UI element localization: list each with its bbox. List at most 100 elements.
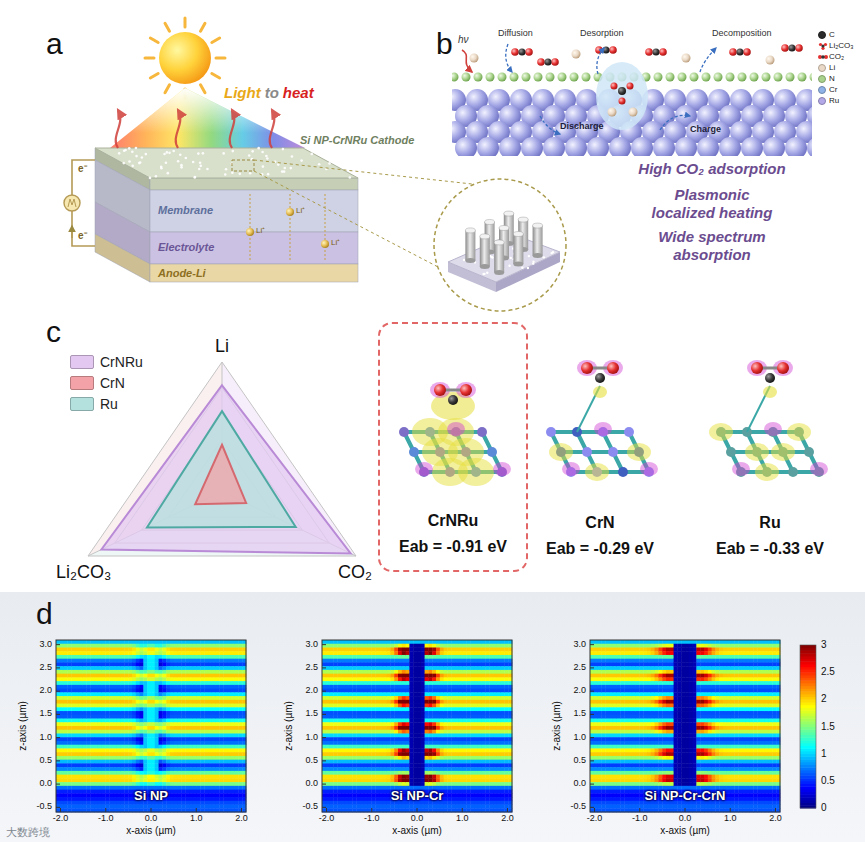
field-map xyxy=(71,689,75,693)
field-map xyxy=(151,756,155,760)
field-map xyxy=(105,756,109,760)
surface-illustration xyxy=(690,73,699,82)
field-map xyxy=(174,719,178,723)
field-map xyxy=(121,733,125,737)
cell-layers xyxy=(282,148,285,151)
field-map xyxy=(174,790,178,794)
field-map xyxy=(155,651,159,655)
sun-icon xyxy=(212,38,220,43)
field-map xyxy=(159,647,163,651)
field-map xyxy=(147,659,151,663)
field-map xyxy=(178,711,182,715)
field-map xyxy=(98,737,102,741)
field-map xyxy=(162,745,166,749)
field-map xyxy=(94,711,98,715)
field-map xyxy=(136,644,140,648)
field-map xyxy=(79,797,83,801)
field-map xyxy=(136,711,140,715)
gas-molecules xyxy=(470,44,803,66)
field-map xyxy=(166,745,170,749)
cell-layers xyxy=(180,164,183,167)
field-map xyxy=(136,704,140,708)
field-map xyxy=(64,805,68,809)
cell-layers xyxy=(277,163,280,166)
field-map xyxy=(83,771,87,775)
field-map xyxy=(75,767,79,771)
field-map xyxy=(83,689,87,693)
field-map xyxy=(94,640,98,644)
field-map xyxy=(94,801,98,805)
field-map xyxy=(162,748,166,752)
field-map xyxy=(64,715,68,719)
field-map xyxy=(71,771,75,775)
field-map xyxy=(60,681,64,685)
field-map xyxy=(128,793,132,797)
field-map xyxy=(117,670,121,674)
field-map xyxy=(117,674,121,678)
field-map xyxy=(121,730,125,734)
field-map xyxy=(90,730,94,734)
field-map xyxy=(79,771,83,775)
field-map xyxy=(109,760,113,764)
field-map xyxy=(64,689,68,693)
field-map xyxy=(98,689,102,693)
field-map xyxy=(98,730,102,734)
field-map xyxy=(159,670,163,674)
field-map xyxy=(98,704,102,708)
cell-layers xyxy=(267,173,270,176)
field-map xyxy=(105,786,109,790)
field-map xyxy=(60,647,64,651)
surface-illustration xyxy=(738,73,747,82)
field-map xyxy=(60,726,64,730)
field-map xyxy=(151,689,155,693)
field-map xyxy=(56,775,60,779)
field-map xyxy=(170,689,174,693)
structure-models xyxy=(810,462,828,476)
field-map xyxy=(64,737,68,741)
field-map xyxy=(98,666,102,670)
field-map xyxy=(151,752,155,756)
field-map xyxy=(181,655,185,659)
field-map xyxy=(124,662,128,666)
field-map xyxy=(162,715,166,719)
field-map xyxy=(181,644,185,648)
field-map xyxy=(170,677,174,681)
field-map xyxy=(60,767,64,771)
field-map xyxy=(113,659,117,663)
field-map xyxy=(151,640,155,644)
field-map xyxy=(102,689,106,693)
field-map xyxy=(178,745,182,749)
field-map xyxy=(83,741,87,745)
field-map xyxy=(162,726,166,730)
field-map xyxy=(98,670,102,674)
structure-models xyxy=(595,373,605,383)
product-cluster xyxy=(619,98,626,105)
field-map xyxy=(105,677,109,681)
field-map xyxy=(178,748,182,752)
field-map xyxy=(162,733,166,737)
field-map xyxy=(75,666,79,670)
field-map xyxy=(113,674,117,678)
field-map xyxy=(147,763,151,767)
field-map xyxy=(170,692,174,696)
field-map xyxy=(90,771,94,775)
field-map xyxy=(166,670,170,674)
field-map xyxy=(170,733,174,737)
field-map xyxy=(56,674,60,678)
field-map xyxy=(64,790,68,794)
field-map xyxy=(60,651,64,655)
field-map xyxy=(124,640,128,644)
process-arrows xyxy=(462,50,472,72)
field-map xyxy=(60,715,64,719)
field-map xyxy=(140,685,144,689)
field-map xyxy=(60,722,64,726)
field-map xyxy=(75,775,79,779)
surface-illustration xyxy=(498,73,507,82)
field-map xyxy=(67,659,71,663)
zoom-circle xyxy=(543,256,545,258)
field-map xyxy=(181,670,185,674)
structure-models xyxy=(546,427,556,437)
field-map xyxy=(79,659,83,663)
field-map xyxy=(71,692,75,696)
cell-layers xyxy=(135,155,138,158)
